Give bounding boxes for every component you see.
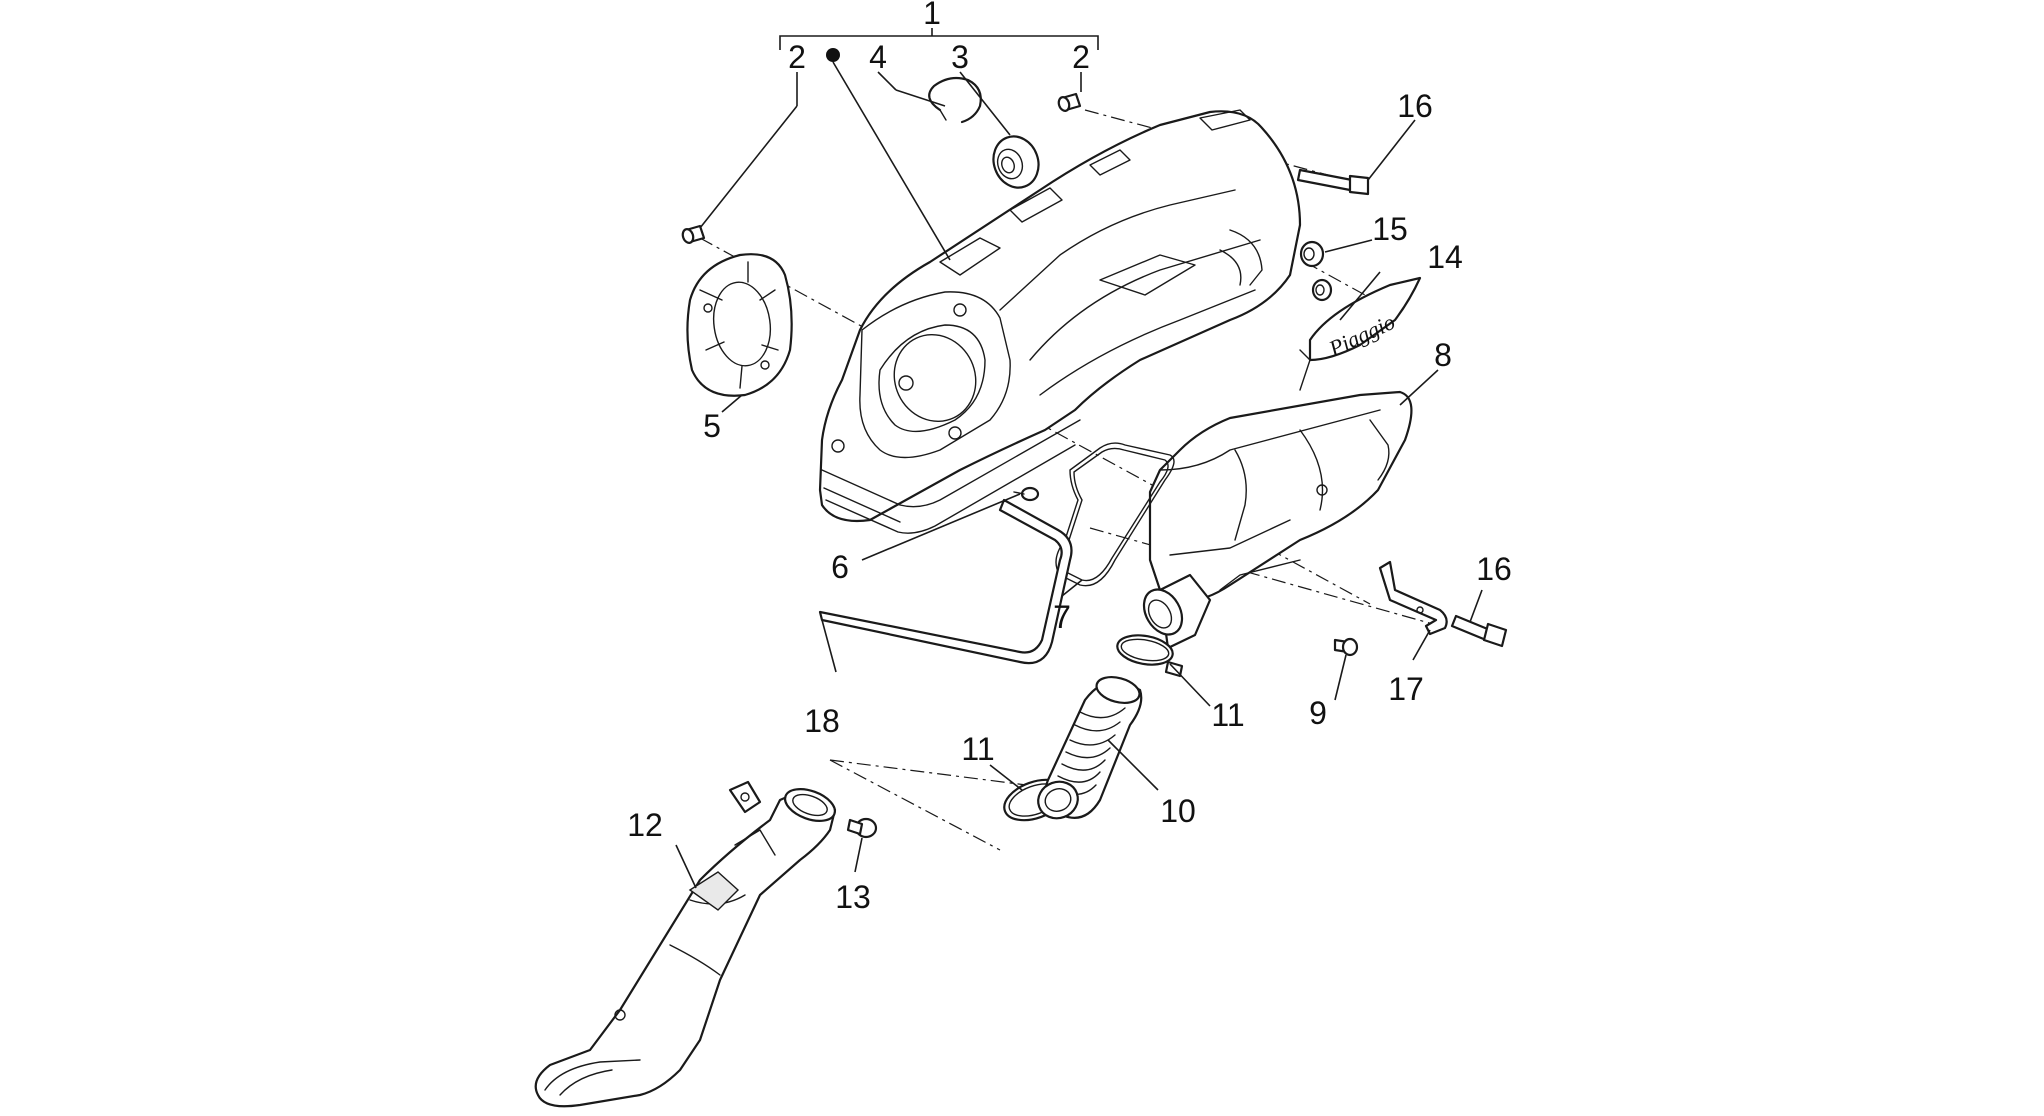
hose-clamp-upper xyxy=(1116,634,1184,678)
callout-18: 18 xyxy=(804,703,840,739)
callout-6: 6 xyxy=(831,549,849,585)
callout-labels: 1 2 4 3 2 16 15 14 8 5 6 7 16 9 17 11 18… xyxy=(627,0,1512,915)
callout-10: 10 xyxy=(1160,793,1196,829)
callout-4: 4 xyxy=(869,39,887,75)
callout-3: 3 xyxy=(951,39,969,75)
callout-16-top: 16 xyxy=(1397,88,1433,124)
rubber-grommets xyxy=(1299,240,1333,302)
group-marker-dot-icon xyxy=(826,48,840,62)
callout-14: 14 xyxy=(1427,239,1463,275)
callout-5: 5 xyxy=(703,408,721,444)
screw-duct xyxy=(846,817,878,839)
air-filter-housing xyxy=(1142,390,1413,650)
intake-duct xyxy=(534,780,837,1108)
intake-bellows xyxy=(1037,675,1143,820)
cover-plate xyxy=(686,253,793,397)
group-bracket xyxy=(779,28,1099,50)
dowel-pin-left xyxy=(681,224,706,244)
mounting-bracket xyxy=(1378,560,1448,636)
circlip xyxy=(928,76,982,124)
callout-12: 12 xyxy=(627,807,663,843)
callout-2-right: 2 xyxy=(1072,39,1090,75)
callout-11-right: 11 xyxy=(1211,697,1244,733)
bearing xyxy=(992,135,1040,189)
cover-gasket xyxy=(1055,442,1175,587)
bolt-bottom xyxy=(1450,614,1508,648)
callout-8: 8 xyxy=(1434,337,1452,373)
callout-1: 1 xyxy=(923,0,941,31)
transmission-cover xyxy=(818,109,1302,534)
callout-9: 9 xyxy=(1309,695,1327,731)
bolt-top xyxy=(1296,168,1370,196)
callout-7: 7 xyxy=(1053,599,1071,635)
screw-housing xyxy=(1333,637,1359,657)
callout-16-bottom: 16 xyxy=(1476,551,1512,587)
callout-15: 15 xyxy=(1372,211,1408,247)
screw-small xyxy=(1013,486,1040,502)
dowel-pin-right xyxy=(1057,92,1082,112)
callout-17: 17 xyxy=(1388,671,1424,707)
callout-13: 13 xyxy=(835,879,871,915)
leader-lines xyxy=(675,61,1483,889)
callout-11-left: 11 xyxy=(961,731,994,767)
callout-2-left: 2 xyxy=(788,39,806,75)
